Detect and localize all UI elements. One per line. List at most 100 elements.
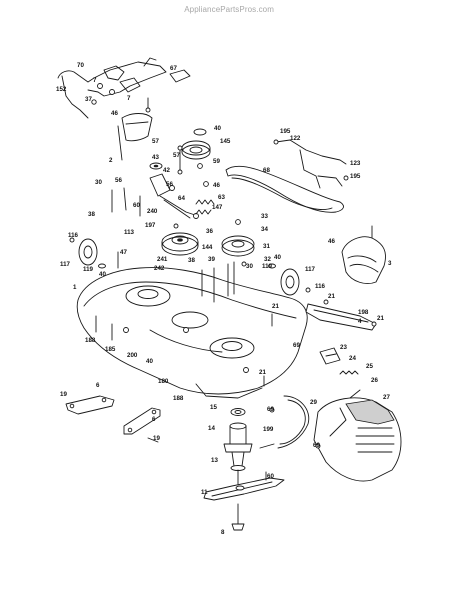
callout-242: 242 xyxy=(154,265,165,272)
idler-spring xyxy=(195,199,215,215)
belt-guide-rod xyxy=(273,139,349,189)
callout-6: 6 xyxy=(152,416,156,423)
callout-14: 14 xyxy=(208,425,215,432)
callout-113: 113 xyxy=(124,229,135,236)
callout-8: 8 xyxy=(221,529,225,536)
callout-26: 26 xyxy=(371,377,378,384)
callout-37: 37 xyxy=(85,96,92,103)
deck-housing xyxy=(76,261,308,399)
callout-144: 144 xyxy=(202,244,213,251)
callout-185: 185 xyxy=(105,346,116,353)
callout-3: 3 xyxy=(388,260,392,267)
deck-lift-linkage xyxy=(57,57,191,119)
right-gauge-wheel xyxy=(268,263,311,296)
callout-38: 38 xyxy=(88,211,95,218)
callout-117: 117 xyxy=(305,266,316,273)
callout-199: 199 xyxy=(263,426,274,433)
callout-195: 195 xyxy=(280,128,291,135)
callout-6: 6 xyxy=(96,382,100,389)
callout-147: 147 xyxy=(212,204,223,211)
callout-56: 56 xyxy=(115,177,122,184)
callout-7: 7 xyxy=(93,77,97,84)
callout-25: 25 xyxy=(366,363,373,370)
callout-117: 117 xyxy=(60,261,71,268)
callout-56: 56 xyxy=(166,181,173,188)
callout-21: 21 xyxy=(259,369,266,376)
rear-baffle xyxy=(341,236,386,284)
callout-123: 123 xyxy=(350,160,361,167)
callout-40: 40 xyxy=(99,271,106,278)
callout-59: 59 xyxy=(213,158,220,165)
deck-fasteners xyxy=(117,97,373,481)
callout-19: 19 xyxy=(60,391,67,398)
callout-60: 60 xyxy=(133,202,140,209)
callout-29: 29 xyxy=(310,399,317,406)
callout-188: 188 xyxy=(85,337,96,344)
callout-69: 69 xyxy=(293,342,300,349)
callout-4: 4 xyxy=(358,318,362,325)
drive-belt xyxy=(225,165,344,213)
callout-200: 200 xyxy=(127,352,138,359)
callout-195: 195 xyxy=(350,173,361,180)
callout-119: 119 xyxy=(83,266,94,273)
cutting-blade xyxy=(203,477,285,501)
chute-mount-bracket xyxy=(319,347,359,375)
callout-152: 152 xyxy=(56,86,67,93)
watermark: AppliancePartsPros.com xyxy=(184,5,274,14)
discharge-chute xyxy=(313,389,402,482)
callout-241: 241 xyxy=(157,256,168,263)
callout-23: 23 xyxy=(340,344,347,351)
callout-145: 145 xyxy=(220,138,231,145)
callout-13: 13 xyxy=(211,457,218,464)
callout-198: 198 xyxy=(358,309,369,316)
callout-33: 33 xyxy=(261,213,268,220)
callout-21: 21 xyxy=(377,315,384,322)
right-idler-pulley xyxy=(221,219,255,267)
rear-hanger-right xyxy=(123,407,161,443)
callout-70: 70 xyxy=(77,62,84,69)
callout-69: 69 xyxy=(313,442,320,449)
callout-57: 57 xyxy=(152,138,159,145)
callout-43: 43 xyxy=(152,154,159,161)
center-spindle-pulley xyxy=(161,223,199,256)
callout-32: 32 xyxy=(264,256,271,263)
callout-40: 40 xyxy=(146,358,153,365)
rear-hanger-left xyxy=(65,395,115,415)
callout-60: 60 xyxy=(267,473,274,480)
callout-31: 31 xyxy=(263,243,270,250)
callout-46: 46 xyxy=(328,238,335,245)
callout-21: 21 xyxy=(272,303,279,310)
callout-1: 1 xyxy=(73,284,77,291)
callout-27: 27 xyxy=(383,394,390,401)
callout-68: 68 xyxy=(263,167,270,174)
callout-47: 47 xyxy=(120,249,127,256)
callout-46: 46 xyxy=(111,110,118,117)
callout-7: 7 xyxy=(127,95,131,102)
callout-197: 197 xyxy=(145,222,156,229)
callout-42: 42 xyxy=(163,167,170,174)
blade-spindle-assembly xyxy=(223,408,253,485)
callout-46: 46 xyxy=(213,182,220,189)
callout-39: 39 xyxy=(208,256,215,263)
right-baffle-rod xyxy=(305,299,377,331)
callout-57: 57 xyxy=(173,152,180,159)
blade-bolt xyxy=(231,503,245,531)
callout-21: 21 xyxy=(328,293,335,300)
callout-63: 63 xyxy=(218,194,225,201)
callout-119: 119 xyxy=(262,263,273,270)
callout-69: 69 xyxy=(267,406,274,413)
callout-40: 40 xyxy=(274,254,281,261)
callout-30: 30 xyxy=(95,179,102,186)
callout-2: 2 xyxy=(109,157,113,164)
callout-19: 19 xyxy=(153,435,160,442)
callout-34: 34 xyxy=(261,226,268,233)
callout-116: 116 xyxy=(315,283,326,290)
callout-38: 38 xyxy=(188,257,195,264)
callout-116: 116 xyxy=(68,232,79,239)
callout-30: 30 xyxy=(246,263,253,270)
callout-36: 36 xyxy=(206,228,213,235)
belt-keeper-wire xyxy=(259,395,321,449)
deflector-bracket xyxy=(117,107,153,161)
